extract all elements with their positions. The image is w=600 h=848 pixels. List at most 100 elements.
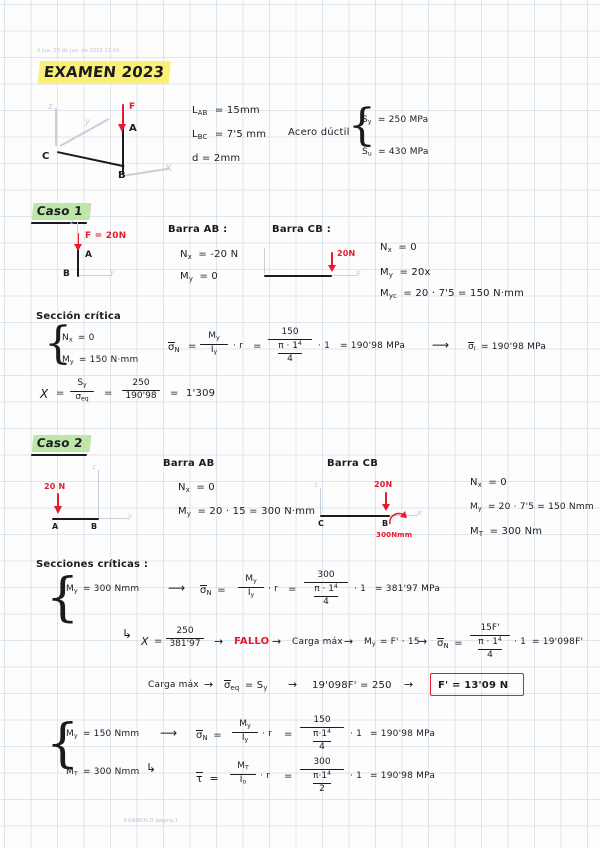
caso1-sigma-I-sub: I [473,345,476,353]
caso1-axis-y-line [78,275,112,277]
caso2-row1-times-1: · 1 [354,584,367,594]
caso1-frac2-num: 150 [281,327,299,337]
caso2-row2-my-sym: M [364,637,372,647]
safety-X-symbol: X [40,387,49,401]
node-label-B: B [118,170,126,181]
caso1-sigma-symbol: σN [168,342,180,354]
force-label-F: F [129,102,136,112]
caso2-row4-my-sym: M [66,729,74,739]
safety-value: 1'309 [186,388,216,399]
caso2-row4-sigma-char: σ [196,730,203,741]
caso2-ab-load-label: 20 N [44,482,66,491]
caso2-cb-axis-z-label: z [314,481,318,489]
caso2-row4-tfrac2-num: 300 [313,757,331,767]
caso2-row4-mt: MT = 300 Nmm [66,768,139,778]
caso2-ab-member [52,518,99,520]
caso1-frac2-den-top: π · 1 [278,341,298,352]
ultimate-strength-line: Su = 430 MPa [362,148,429,158]
caso2-ab-axis-y [99,518,129,520]
caso2-cb-load-label: 20N [374,480,393,489]
caso2-row4-sfrac2-den-top: π·1 [313,729,328,740]
caso2-row2-frac2-den-top: π · 1 [478,637,498,648]
yield-subscript: y [367,118,372,126]
caso1-cb-load-label: 20N [337,249,356,258]
yield-value: = 250 MPa [377,115,429,125]
caso1-sigma-result: = 190'98 MPa [340,341,406,351]
caso2-row4-my: My = 150 Nmm [66,730,139,740]
caso1-frac-num-m: M [208,331,217,341]
caso2-cb-member [320,515,390,517]
yield-symbol: S [362,115,368,125]
caso2-row3-eq-sub: y [263,683,268,692]
caso1-crit-my-sub: y [69,358,74,366]
caso2-row2-arrow4: → [418,635,428,648]
caso1-sigma-I-val: = 190'98 MPa [480,342,547,352]
caso1-sigma-sub: N [174,345,180,354]
member-ab [122,119,124,175]
material-label: Acero dúctil [288,127,350,138]
caso2-row3-carga: Carga máx [148,680,199,690]
caso2-row4-sfrac2-den-sup: 4 [327,728,331,736]
safety-num-s: S [77,378,84,388]
caso2-cb-my: My = 20 · 7'5 = 150 Nmm [470,503,594,513]
length-bc-value: = 7'5 mm [214,129,267,140]
caso1-crit-nx-sym: N [62,333,69,343]
caso1-cb-load-shaft [331,252,333,268]
caso2-row1-frac2-bar [304,581,348,584]
caso2-row3-sigma-eq: σeq = Sy [224,680,268,692]
caso1-arrow: ⟶ [432,338,450,352]
caso2-row1-times-r: · r [268,584,279,594]
caso2-row4-arrow-sigma: ⟶ [160,726,178,740]
caso1-cb-axis-z [264,248,266,274]
caso2-row4-sfrac-den-sub: y [244,736,249,744]
caso2-row3-sigma-char: σ [224,680,231,691]
caso2-cb-axis-z [320,488,322,516]
caso1-cb-my-val: = 20x [399,267,431,278]
caso1-crit-nx-sub: x [68,336,73,344]
caso2-cb-nx-sub: x [477,480,482,489]
safety-num-sub: y [83,381,87,389]
caso2-row4-sfrac-num-m: M [239,719,248,729]
caso1-frac-my-iy: My Iy [200,331,228,356]
caso2-row3-arrow2: → [288,678,298,691]
caso1-critical-brace: { [44,318,72,369]
caso2-cb-nx: Nx = 0 [470,478,507,489]
caso2-row3-equation: 19'098F' = 250 [312,680,392,691]
length-ab-line: LAB = 15mm [192,106,260,117]
caso1-ab-my-sub: y [188,274,194,283]
caso2-row1-frac-den-sub: y [250,591,255,599]
caso2-barra-ab-title: Barra AB [163,458,215,469]
caso2-title: Caso 2 [31,435,92,452]
caso1-frac-num: My [200,331,228,342]
caso2-cb-node-c: C [318,519,325,528]
safety-frac-numeric: 250 190'98 [122,378,160,402]
caso1-axis-y-label: y [110,268,115,277]
node-label-A: A [129,123,137,134]
force-arrow-shaft [122,104,124,128]
caso2-row2-hook-arrow: ↳ [122,627,133,641]
caso1-barra-cb-title: Barra CB : [272,224,331,235]
caso2-row4-sfrac-den: Iy [232,733,258,744]
caso2-row1-frac2-den-sup: 4 [333,583,338,591]
caso2-row1-arrow: ⟶ [168,581,186,595]
caso2-row1-frac-num-sub: y [253,577,257,585]
safety-frac2-bar [122,389,160,392]
caso2-row1-sigma-sub: N [206,588,212,597]
caso1-cb-myc-sym: M [380,288,389,299]
final-answer-box [430,673,524,696]
caso1-frac-den-i: I [210,344,214,355]
axis-y-label: y [85,117,91,127]
caso2-row2-frac2: 15F' π · 14 4 [470,623,510,661]
caso2-row4-tfrac-bar [230,773,256,775]
caso2-ab-my: My = 20 · 15 = 300 N·mm [178,507,315,518]
caso2-ab-load-head [54,506,62,514]
caso1-barra-ab-title: Barra AB : [168,224,228,235]
caso2-row4-my-val: = 150 Nmm [82,729,140,739]
caso2-ab-my-sub: y [186,509,192,518]
caso2-row2-frac-bar [166,637,204,640]
caso1-ab-nx-val: = -20 N [198,249,239,260]
caso2-row4-tfrac2-den-top: π·1 [313,771,328,782]
axis-z-label: z [48,102,53,112]
caso2-row2-frac2-bar [470,634,510,637]
caso2-title-text: Caso 2 [31,435,92,452]
